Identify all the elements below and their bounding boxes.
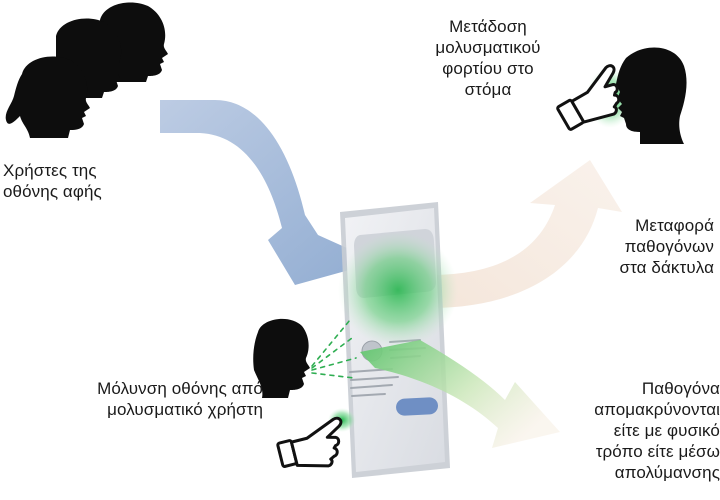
pathogen-blob — [338, 232, 458, 348]
arrow-screen-to-mouth — [430, 160, 622, 308]
head-silhouette — [616, 47, 687, 144]
hand-touching-screen — [276, 408, 356, 468]
arrow-users-to-screen — [160, 100, 378, 285]
head-silhouette — [5, 56, 90, 138]
label-transfer-to-mouth: Μετάδοση μολυσματικού φορτίου στο στόμα — [435, 17, 541, 99]
head-silhouette-contaminator — [253, 318, 310, 398]
label-screen-contamination: Μόλυνση οθόνης από μολυσματικό χρήστη — [97, 379, 263, 419]
spray-lines — [311, 319, 357, 379]
hand-pointing-icon — [556, 64, 621, 131]
label-pathogens-to-fingers: Μεταφορά παθογόνων στα δάκτυλα — [619, 216, 714, 277]
hand-pointing-icon — [276, 416, 343, 468]
label-pathogens-removed: Παθογόνα απομακρύνονται είτε με φυσικό τ… — [594, 379, 720, 482]
arrow-screen-to-removal — [360, 340, 560, 448]
users-silhouettes — [5, 2, 168, 138]
label-touchscreen-users: Χρήστες της οθόνης αφής — [3, 161, 102, 201]
